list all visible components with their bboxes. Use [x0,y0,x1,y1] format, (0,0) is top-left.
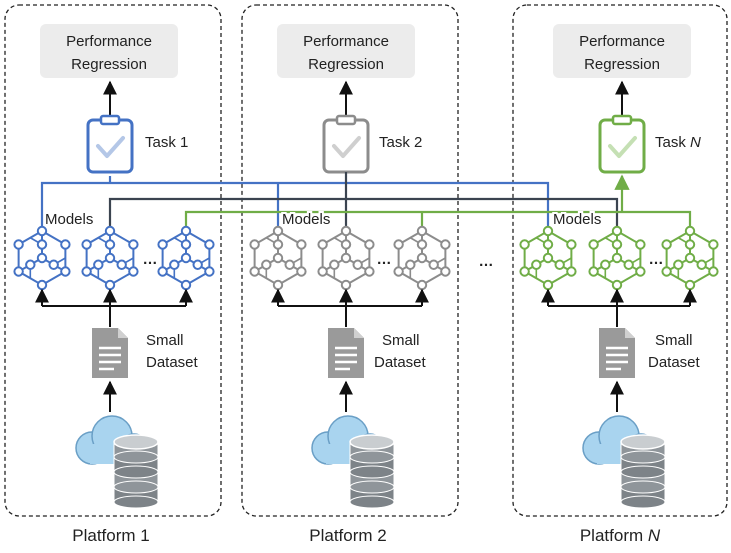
neural-network-icon [249,225,307,291]
neural-network-icon [661,225,719,291]
document-icon [328,328,364,378]
cloud-database-icon [75,415,159,509]
database-icon [113,434,159,509]
platforms-ellipsis: … [479,253,494,270]
dataset-line2-n: Dataset [648,354,701,371]
dataset-to-models-bracket-n [541,288,697,327]
task-label-1: Task 1 [145,134,188,151]
green-connections [184,174,692,228]
blue-connections [40,176,550,228]
dataset-to-models-bracket-2 [271,288,429,327]
clipboard-check-icon [322,114,370,174]
database-icon [620,434,666,509]
neural-network-icon [157,225,215,291]
model-icons [13,225,719,291]
neural-network-icon [588,225,646,291]
platform-label-2: Platform 2 [309,526,387,545]
perf-line2: Regression [308,56,384,73]
task-label-2: Task 2 [379,134,422,151]
dataset-line1-1: Small [146,332,184,349]
cloud-database-icon [582,415,666,509]
perf-line2: Regression [584,56,660,73]
neural-network-icon [519,225,577,291]
performance-regression-box-2: Performance Regression [277,24,415,78]
perf-line1: Performance [66,33,152,50]
document-icon [599,328,635,378]
dataset-line2-1: Dataset [146,354,199,371]
platform-2-box [241,4,459,517]
clipboard-check-icon [598,114,646,174]
task-label-n: Task N [655,134,701,151]
perf-line1: Performance [579,33,665,50]
models-label-n: Models [553,211,601,228]
models-ellipsis-2: … [377,251,392,268]
neural-network-icon [13,225,71,291]
models-label-1: Models [45,211,93,228]
neural-network-icon [393,225,451,291]
performance-regression-box-1: Performance Regression [40,24,178,78]
cloud-database-icon [311,415,395,509]
perf-line1: Performance [303,33,389,50]
dark-connections [108,172,619,228]
models-ellipsis-n: … [649,251,664,268]
clipboard-check-icon [86,114,134,174]
models-label-2: Models [282,211,330,228]
dataset-line1-n: Small [655,332,693,349]
platform-label-n: Platform N [580,526,661,545]
cloud-database-icons [75,415,666,509]
platform-n-box [512,4,728,517]
dataset-line1-2: Small [382,332,420,349]
neural-network-icon [81,225,139,291]
database-icon [349,434,395,509]
platform-label-1: Platform 1 [72,526,150,545]
platform-1-box [4,4,222,517]
perf-line2: Regression [71,56,147,73]
neural-network-icon [317,225,375,291]
document-icon [92,328,128,378]
dataset-line2-2: Dataset [374,354,427,371]
dataset-to-models-bracket-1 [35,288,193,327]
models-ellipsis-1: … [143,251,158,268]
performance-regression-box-n: Performance Regression [553,24,691,78]
